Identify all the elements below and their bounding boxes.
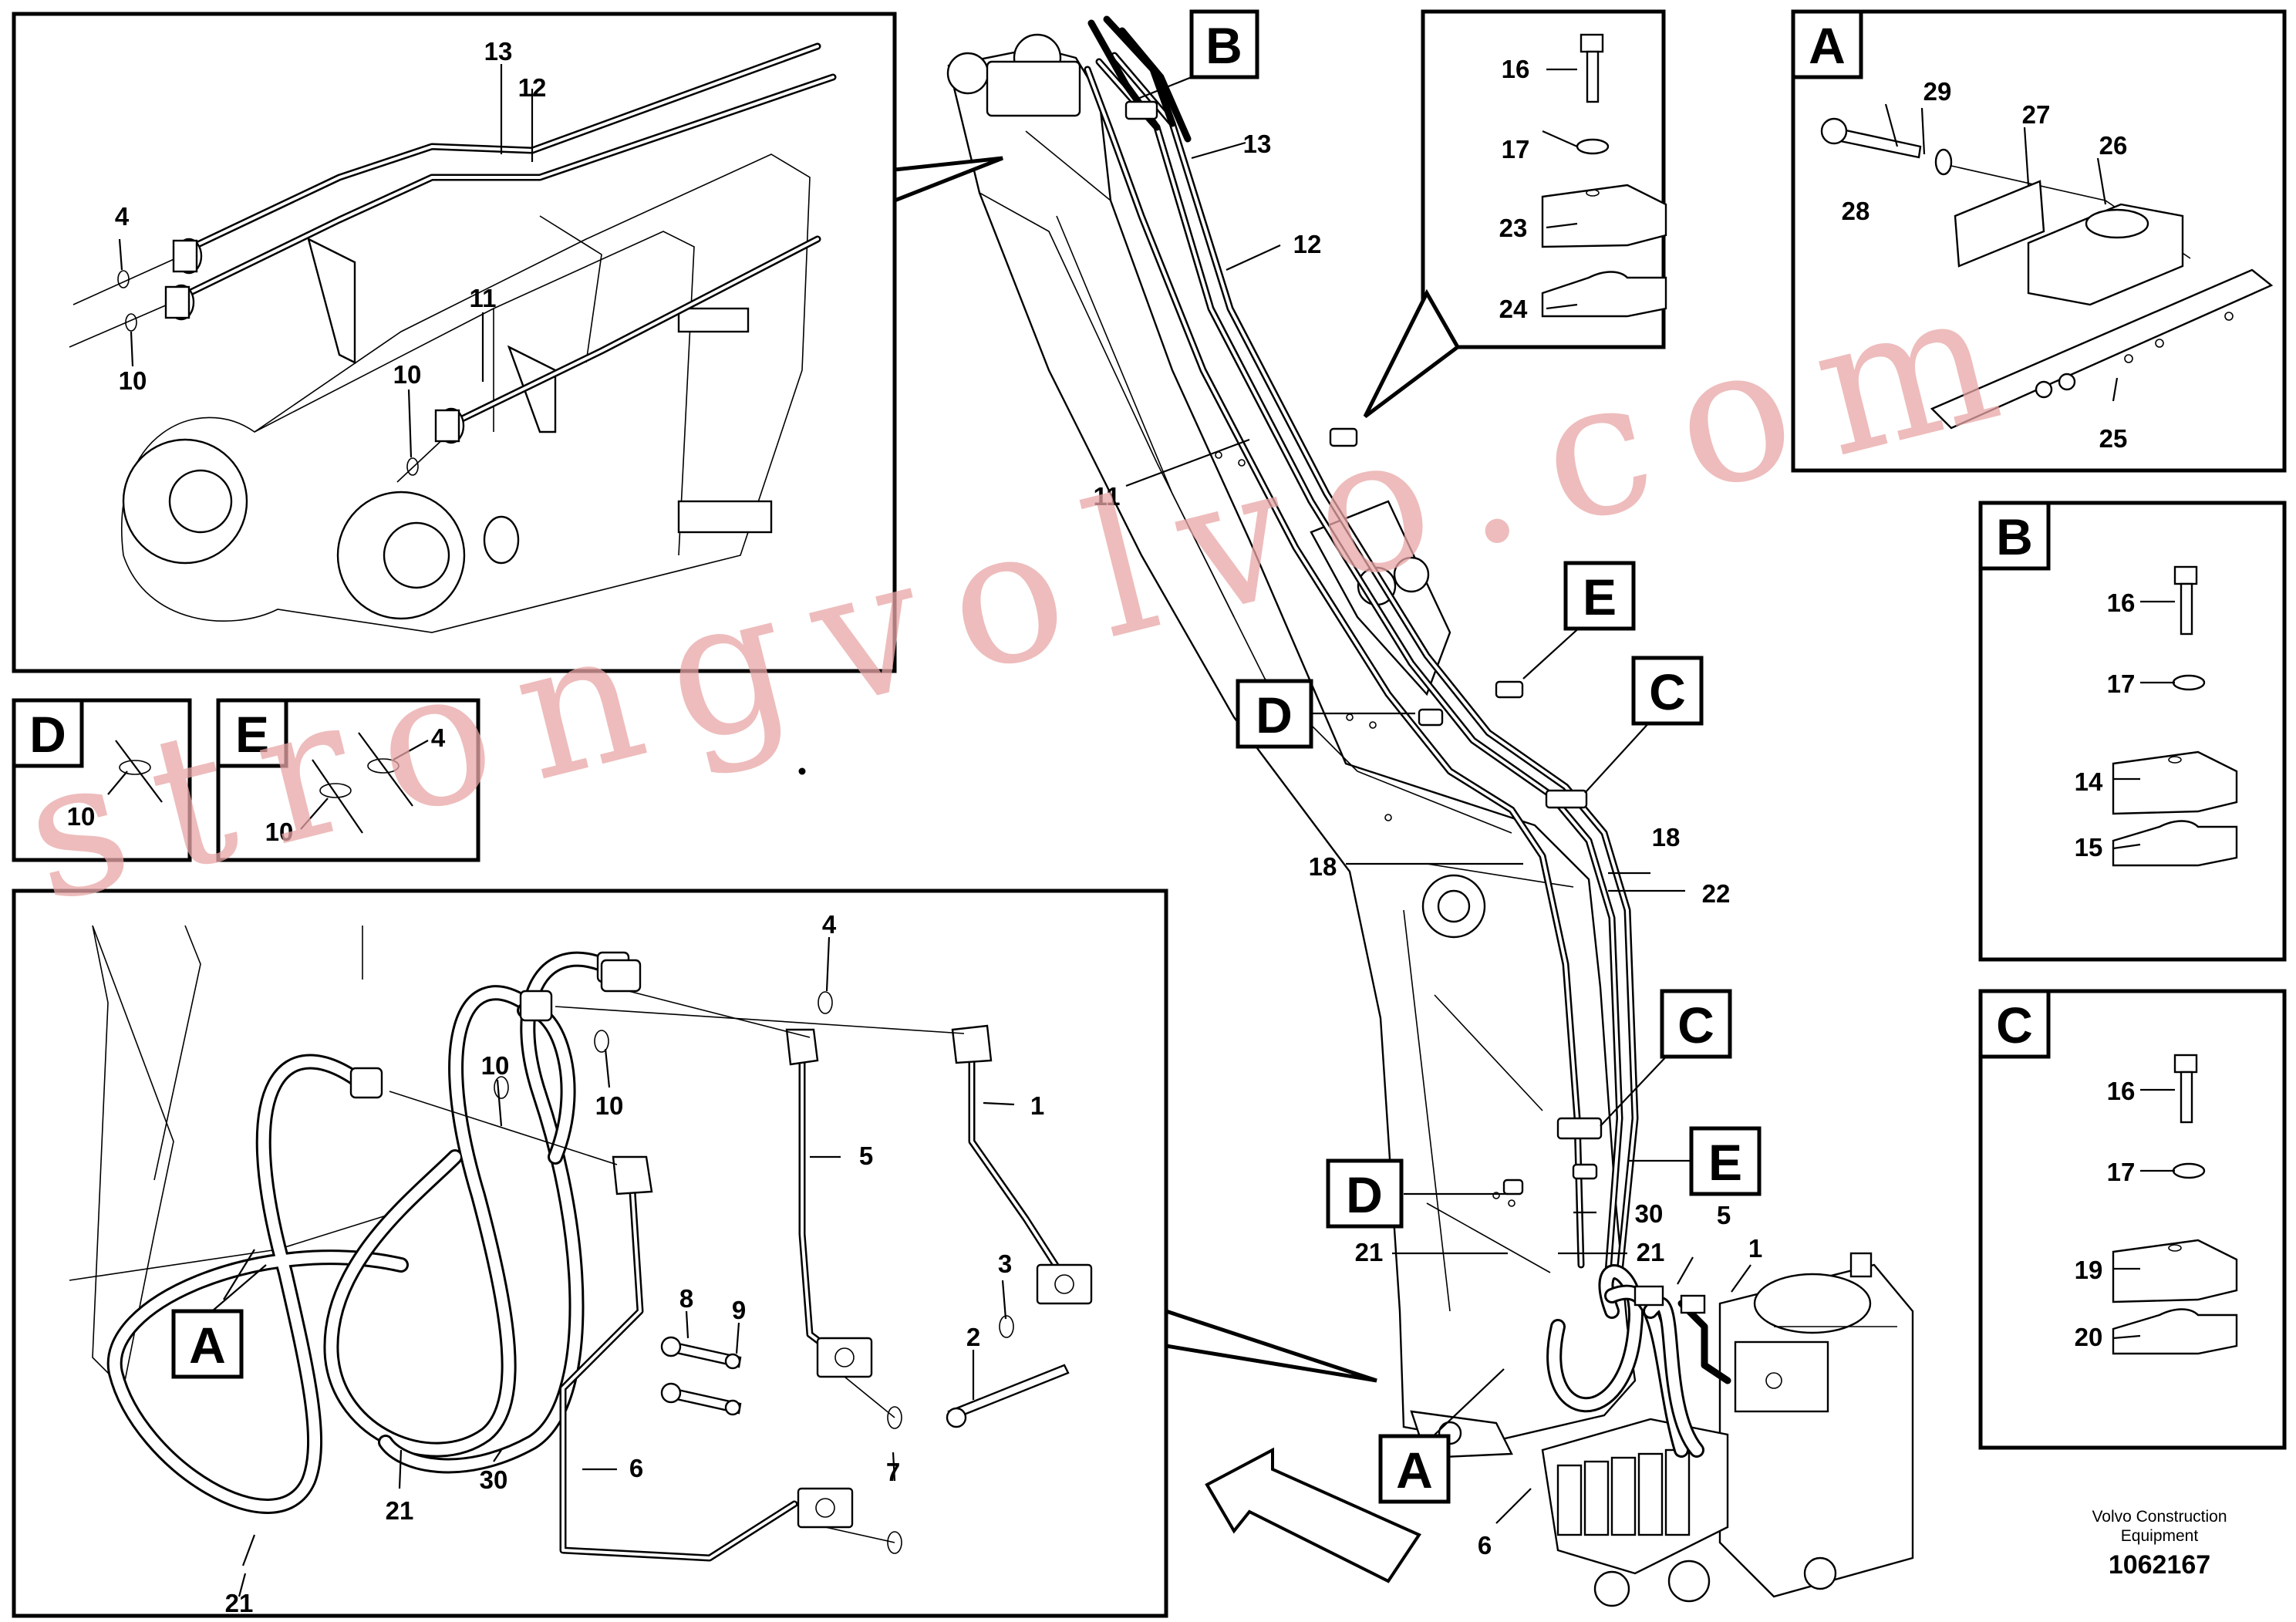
label-1-bottom: 1: [1030, 1091, 1044, 1120]
letter-box-B-panel: B: [1978, 501, 2051, 571]
detail-panel-hose-routing: [12, 767, 1377, 1618]
label-22: 22: [1702, 879, 1731, 908]
letter-box-C-upper: C: [1584, 656, 1704, 794]
control-valve-assembly: [1541, 1252, 1914, 1607]
label-1-boom: 1: [1748, 1234, 1762, 1263]
label-30-bottom: 30: [480, 1465, 508, 1494]
label-16-C-right: 16: [2107, 1077, 2136, 1105]
letter-box-E-panel: E: [216, 698, 288, 768]
letter-box-D-lower: D: [1326, 1158, 1508, 1229]
label-6-boom: 6: [1478, 1531, 1492, 1560]
brand-line-2: Equipment: [2121, 1527, 2199, 1545]
label-23: 23: [1499, 214, 1528, 242]
letter-box-A-panel: A: [1791, 9, 1863, 79]
letter-box-C-panel: C: [1978, 989, 2051, 1059]
label-30-boom: 30: [1635, 1199, 1664, 1228]
label-5-bottom: 5: [859, 1141, 873, 1170]
label-10-D: 10: [67, 802, 96, 831]
letter-D-lower: D: [1346, 1166, 1383, 1223]
detail-panel-B-right: [1978, 501, 2287, 962]
part-number-labels: 13 12 4 10 11 10 13 12 11 18 18 22 30 21…: [67, 37, 2136, 1617]
label-21-boom-right: 21: [1637, 1238, 1665, 1266]
letter-E-lower: E: [1708, 1134, 1742, 1191]
label-18-right: 18: [1652, 823, 1681, 851]
label-4-E: 4: [431, 723, 446, 752]
letter-box-D-upper: D: [1236, 679, 1415, 749]
detail-panel-B-top: [1363, 9, 1667, 418]
letter-box-E-upper: E: [1522, 561, 1636, 679]
label-19: 19: [2075, 1256, 2103, 1284]
letter-box-B-boom: B: [1133, 9, 1259, 102]
label-10-bottom-b: 10: [595, 1091, 624, 1120]
label-17-B-top: 17: [1502, 135, 1530, 164]
label-11-detail: 11: [470, 284, 497, 312]
label-28: 28: [1842, 197, 1870, 225]
label-12-detail: 12: [518, 73, 547, 102]
letter-E-panel: E: [235, 706, 269, 763]
label-15: 15: [2075, 833, 2103, 862]
label-3-bottom: 3: [998, 1249, 1012, 1278]
letter-B-panel: B: [1996, 508, 2033, 565]
letter-C-upper: C: [1649, 663, 1686, 720]
label-29: 29: [1923, 77, 1952, 106]
letter-box-A-boom: A: [1378, 1368, 1505, 1504]
label-13-detail: 13: [484, 37, 513, 66]
label-16-B-right: 16: [2107, 588, 2136, 617]
letter-box-A-detail: A: [171, 1264, 267, 1379]
footer-block: Volvo Construction Equipment 1062167: [2092, 1508, 2227, 1580]
label-24: 24: [1499, 295, 1528, 323]
label-6-bottom: 6: [629, 1454, 643, 1482]
letter-B-boom: B: [1205, 17, 1242, 74]
label-11-boom: 11: [1094, 482, 1121, 511]
label-7-bottom: 7: [886, 1458, 900, 1486]
label-10-bottom-a: 10: [481, 1051, 510, 1080]
letter-box-E-lower: E: [1627, 1126, 1762, 1196]
label-25: 25: [2099, 424, 2128, 453]
label-4-detail: 4: [115, 202, 130, 231]
label-21-boom-left: 21: [1355, 1238, 1384, 1266]
view-direction-arrow: [1205, 1447, 1421, 1583]
boom-leader-lines: [1125, 141, 1752, 1524]
drawing-number: 1062167: [2109, 1550, 2210, 1580]
letter-A-panel: A: [1809, 17, 1846, 74]
letter-box-C-lower: C: [1600, 989, 1732, 1127]
letter-box-D-panel: D: [12, 698, 84, 768]
label-26: 26: [2099, 131, 2128, 160]
label-2-bottom: 2: [966, 1323, 980, 1351]
label-5-boom: 5: [1717, 1201, 1731, 1229]
label-21-bottom-a: 21: [386, 1496, 414, 1525]
label-8-bottom: 8: [679, 1284, 693, 1313]
label-9-bottom: 9: [732, 1296, 746, 1324]
label-10-detail-mid: 10: [393, 360, 422, 389]
letter-E-upper: E: [1583, 568, 1617, 626]
label-13-boom: 13: [1243, 130, 1272, 158]
letter-A-boom: A: [1396, 1442, 1433, 1499]
letter-A-detail: A: [189, 1317, 226, 1374]
detail-panel-boom-top: [12, 12, 1003, 673]
letter-C-panel: C: [1996, 996, 2033, 1054]
label-27: 27: [2022, 100, 2051, 129]
label-10-detail-top: 10: [119, 366, 147, 395]
label-16-B-top: 16: [1502, 55, 1530, 83]
letter-D-upper: D: [1256, 686, 1293, 744]
label-17-C-right: 17: [2107, 1158, 2136, 1186]
label-20: 20: [2075, 1323, 2103, 1351]
letter-D-panel: D: [29, 706, 66, 763]
label-21-bottom-b: 21: [225, 1589, 254, 1617]
label-12-boom: 12: [1293, 230, 1322, 258]
label-14: 14: [2075, 767, 2103, 796]
letter-C-lower: C: [1677, 996, 1714, 1054]
detail-panel-C-right: [1978, 989, 2287, 1450]
label-17-B-right: 17: [2107, 669, 2136, 698]
brand-line-1: Volvo Construction: [2092, 1508, 2227, 1526]
label-18-left: 18: [1309, 852, 1337, 881]
label-10-E: 10: [265, 818, 294, 846]
label-4-bottom: 4: [822, 910, 837, 939]
detail-panel-A: [1791, 9, 2287, 473]
